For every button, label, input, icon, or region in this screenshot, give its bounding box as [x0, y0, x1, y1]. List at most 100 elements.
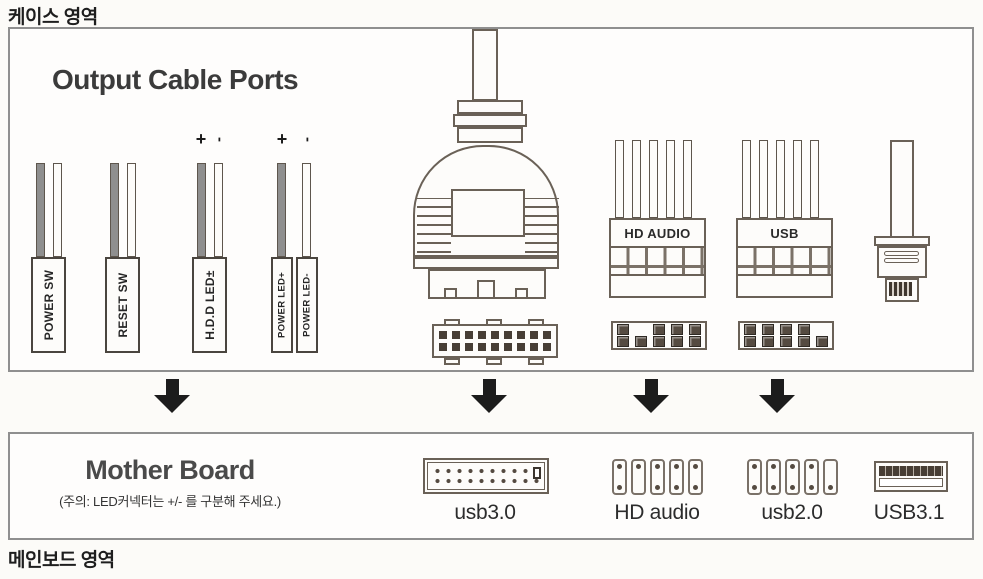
- pin: [671, 324, 683, 335]
- usb20-mb-header: [747, 459, 838, 495]
- pin: [617, 324, 629, 335]
- usb-pin-row-bottom: [744, 336, 828, 347]
- hdd-led-wire-negative: [214, 163, 223, 257]
- arrow-stem: [165, 379, 179, 395]
- pin-dot: [674, 485, 679, 490]
- usb30-strain-relief-3: [457, 127, 523, 143]
- hdd-led-label: H.D.D LED±: [202, 270, 217, 340]
- usb-wire-5: [810, 140, 819, 218]
- hd-audio-mb-header: [612, 459, 703, 495]
- usb-wire-4: [793, 140, 802, 218]
- down-arrow-usb30: [471, 379, 507, 413]
- usb30-base-left-tab: [444, 288, 457, 299]
- header-pin-column: [785, 459, 800, 495]
- pin: [798, 336, 810, 347]
- power-sw-connector: POWER SW: [31, 257, 66, 353]
- usb30-base-center-tab: [477, 280, 495, 299]
- usb30-shell-window: [451, 189, 525, 237]
- power-led-minus-connector: POWER LED-: [296, 257, 318, 353]
- header-pin-column: [688, 459, 703, 495]
- hd-audio-wire-3: [649, 140, 658, 218]
- usb-connector: USB: [736, 218, 833, 298]
- hdd-led-connector: H.D.D LED±: [192, 257, 227, 353]
- power-sw-wire-negative: [53, 163, 62, 257]
- usb31-cable: [890, 140, 914, 238]
- pin-dot: [790, 464, 795, 469]
- hd-audio-connector: HD AUDIO: [609, 218, 706, 298]
- usb-wire-3: [776, 140, 785, 218]
- power-led-plus-label: POWER LED+: [276, 271, 288, 339]
- header-pin-column: [612, 459, 627, 495]
- usb30-strain-relief-2: [453, 114, 527, 127]
- pin-dot: [617, 464, 622, 469]
- power-sw-wire-positive: [36, 163, 45, 257]
- arrow-head: [759, 395, 795, 413]
- header-pin-column: [669, 459, 684, 495]
- usb20-mb-label: usb2.0: [761, 501, 823, 524]
- down-arrow-switch-cables: [154, 379, 190, 413]
- power-led-minus-wire: [302, 163, 311, 257]
- usb30-plug-pin-row-top: [439, 330, 551, 339]
- arrow-stem: [482, 379, 496, 395]
- hd-audio-pin-row-top: [617, 324, 701, 335]
- hdd-led-wire-positive: [197, 163, 206, 257]
- usb30-mb-label: usb3.0: [454, 501, 516, 524]
- usb30-header-bottom-notch-2: [486, 358, 502, 365]
- pin: [671, 336, 683, 347]
- usb30-mb-header-inner: [427, 462, 545, 490]
- hdd-led-plus-mark: +: [195, 129, 207, 149]
- usb30-plug-collar: [413, 257, 559, 269]
- down-arrow-hd-audio: [633, 379, 669, 413]
- pin-dot: [771, 464, 776, 469]
- header-pin-column: [804, 459, 819, 495]
- mother-board-title: Mother Board: [85, 455, 255, 485]
- header-pin-column: [766, 459, 781, 495]
- usb30-mb-pin-row-top: [432, 467, 531, 474]
- pin: [762, 336, 774, 347]
- usb30-header-bottom-notch-1: [444, 358, 460, 365]
- pin: [617, 336, 629, 347]
- pin: [816, 336, 828, 347]
- hd-audio-cable-header: [611, 321, 707, 350]
- usb30-base-right-tab: [515, 288, 528, 299]
- usb-wire-2: [759, 140, 768, 218]
- pin-dot: [771, 485, 776, 490]
- pin-dot: [809, 485, 814, 490]
- reset-sw-label: RESET SW: [115, 272, 130, 338]
- usb31-mb-socket: [874, 461, 948, 492]
- pin: [744, 324, 756, 335]
- down-arrow-usb: [759, 379, 795, 413]
- usb30-mb-key-pin: [533, 467, 541, 479]
- pin: [689, 336, 701, 347]
- usb30-cable: [472, 29, 498, 101]
- pin-dot: [790, 485, 795, 490]
- pin: [744, 336, 756, 347]
- pin-dot: [693, 485, 698, 490]
- hd-audio-connector-skirt: [611, 276, 704, 296]
- pin: [635, 336, 647, 347]
- usb30-shell-ribs-right: [525, 198, 559, 253]
- pin: [653, 324, 665, 335]
- header-pin-column: [631, 459, 646, 495]
- pin-dot: [636, 464, 641, 469]
- arrow-head: [154, 395, 190, 413]
- usb-cable-header: [738, 321, 834, 350]
- header-pin-column: [823, 459, 838, 495]
- pin-dot: [655, 485, 660, 490]
- hd-audio-wire-4: [666, 140, 675, 218]
- hd-audio-wire-2: [632, 140, 641, 218]
- power-led-minus-label: POWER LED-: [301, 273, 313, 337]
- usb31-mb-label: USB3.1: [873, 501, 945, 524]
- pin-dot: [617, 485, 622, 490]
- hd-audio-wire-5: [683, 140, 692, 218]
- usb-connector-skirt: [738, 276, 831, 296]
- usb30-strain-relief-1: [457, 100, 523, 114]
- output-cable-ports-title: Output Cable Ports: [52, 64, 299, 95]
- power-led-minus-mark: -: [299, 137, 317, 142]
- usb30-shell-ribs-left: [417, 198, 451, 253]
- power-led-plus-mark: +: [276, 129, 288, 149]
- arrow-stem: [770, 379, 784, 395]
- case-area-label: 케이스 영역: [8, 7, 98, 28]
- usb-label: USB: [738, 220, 831, 248]
